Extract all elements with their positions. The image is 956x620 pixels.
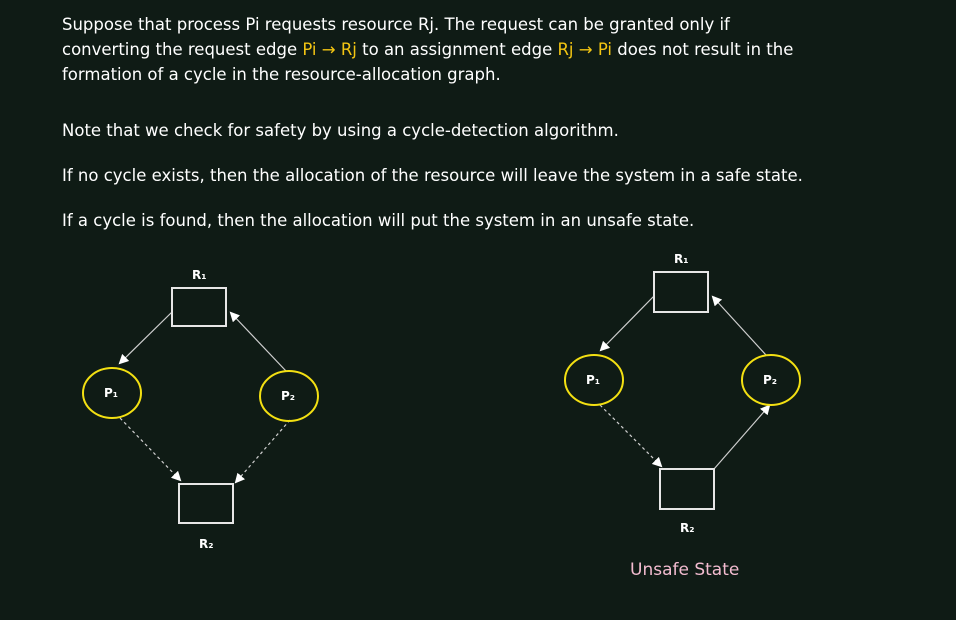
left-process-p1	[82, 367, 142, 419]
right-p2-label: P₂	[763, 373, 777, 387]
para1-line2-post: does not result in the	[612, 40, 794, 59]
left-graph: R₁ R₂ P₁ P₂	[82, 268, 319, 551]
assignment-edge-text: Rj → Pi	[557, 40, 613, 59]
paragraph-request-rule: Suppose that process Pi requests resourc…	[62, 12, 793, 87]
right-edge-p2-r1	[711, 295, 767, 356]
right-r2-label: R₂	[680, 521, 695, 535]
para1-line2: converting the request edge Pi → Rj to a…	[62, 37, 793, 62]
left-process-p2	[259, 370, 319, 422]
right-graph: R₁ R₂ P₁ P₂	[564, 252, 801, 535]
left-r1-label: R₁	[192, 268, 207, 282]
para1-line2-mid: to an assignment edge	[356, 40, 558, 59]
right-edge-r1-p1	[599, 295, 655, 352]
paragraph-no-cycle: If no cycle exists, then the allocation …	[62, 166, 803, 185]
para1-line2-pre: converting the request edge	[62, 40, 303, 59]
unsafe-state-caption: Unsafe State	[630, 560, 740, 580]
para1-line3: formation of a cycle in the resource-all…	[62, 65, 501, 84]
left-r2-label: R₂	[199, 537, 214, 551]
right-edge-p1-r2-claim	[599, 404, 663, 468]
left-resource-r2	[178, 483, 234, 524]
right-edge-r2-p2	[713, 404, 771, 470]
left-edge-p2-r1	[229, 311, 287, 372]
paragraph-safety-check: Note that we check for safety by using a…	[62, 121, 619, 140]
right-resource-r2	[659, 468, 715, 510]
right-process-p2	[741, 354, 801, 406]
right-p1-label: P₁	[586, 373, 600, 387]
request-edge-text: Pi → Rj	[302, 40, 357, 59]
left-p1-label: P₁	[104, 386, 118, 400]
left-edge-p1-r2-claim	[119, 417, 182, 482]
paragraph-cycle-found: If a cycle is found, then the allocation…	[62, 211, 695, 230]
para1-line1: Suppose that process Pi requests resourc…	[62, 15, 730, 34]
left-edge-p2-r2-claim	[234, 419, 291, 484]
right-process-p1	[564, 354, 624, 406]
left-resource-r1	[171, 287, 227, 327]
right-r1-label: R₁	[674, 252, 689, 266]
right-resource-r1	[653, 271, 709, 313]
left-p2-label: P₂	[281, 389, 295, 403]
left-edge-r1-p1	[118, 311, 173, 365]
